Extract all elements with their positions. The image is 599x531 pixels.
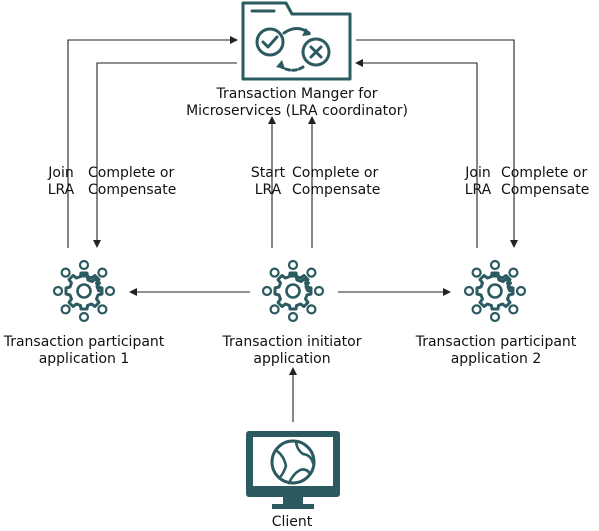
arrow-join-p1 xyxy=(67,36,238,248)
p2-up-label-line2: LRA xyxy=(465,182,492,198)
participant1-gear-icon xyxy=(52,259,116,323)
initiator-up-label-line1: Start xyxy=(251,165,286,181)
participant2-label-line2: application 2 xyxy=(451,351,542,367)
coordinator-title-line1: Transaction Manger for xyxy=(215,86,377,102)
participant1-label-line1: Transaction participant xyxy=(3,334,165,350)
coordinator-title-line2: Microservices (LRA coordinator) xyxy=(186,103,408,119)
initiator-down-label-line1: Complete or xyxy=(292,165,378,181)
initiator-gear-icon xyxy=(261,259,325,323)
arrow-complete-p2 xyxy=(356,39,518,248)
initiator-down-label-line2: Compensate xyxy=(292,182,380,198)
p1-down-label-line2: Compensate xyxy=(88,182,176,198)
initiator-label-line1: Transaction initiator xyxy=(222,334,362,350)
arrow-complete-p1 xyxy=(93,62,237,248)
p1-up-label-line2: LRA xyxy=(48,182,75,198)
p1-down-label-line1: Complete or xyxy=(88,165,174,181)
p2-down-label-line1: Complete or xyxy=(501,165,587,181)
connector-arrows xyxy=(67,36,518,422)
p2-down-label-line2: Compensate xyxy=(501,182,589,198)
initiator-label-line2: application xyxy=(253,351,330,367)
arrow-join-p2 xyxy=(355,59,478,248)
participant1-label-line2: application 1 xyxy=(39,351,130,367)
participant2-gear-icon xyxy=(463,259,527,323)
monitor-globe-icon xyxy=(246,431,340,509)
initiator-up-label-line2: LRA xyxy=(255,182,282,198)
p2-up-label-line1: Join xyxy=(464,165,490,181)
client-label: Client xyxy=(272,514,313,530)
p1-up-label-line1: Join xyxy=(47,165,73,181)
folder-transaction-icon xyxy=(241,1,352,81)
participant2-label-line1: Transaction participant xyxy=(415,334,577,350)
